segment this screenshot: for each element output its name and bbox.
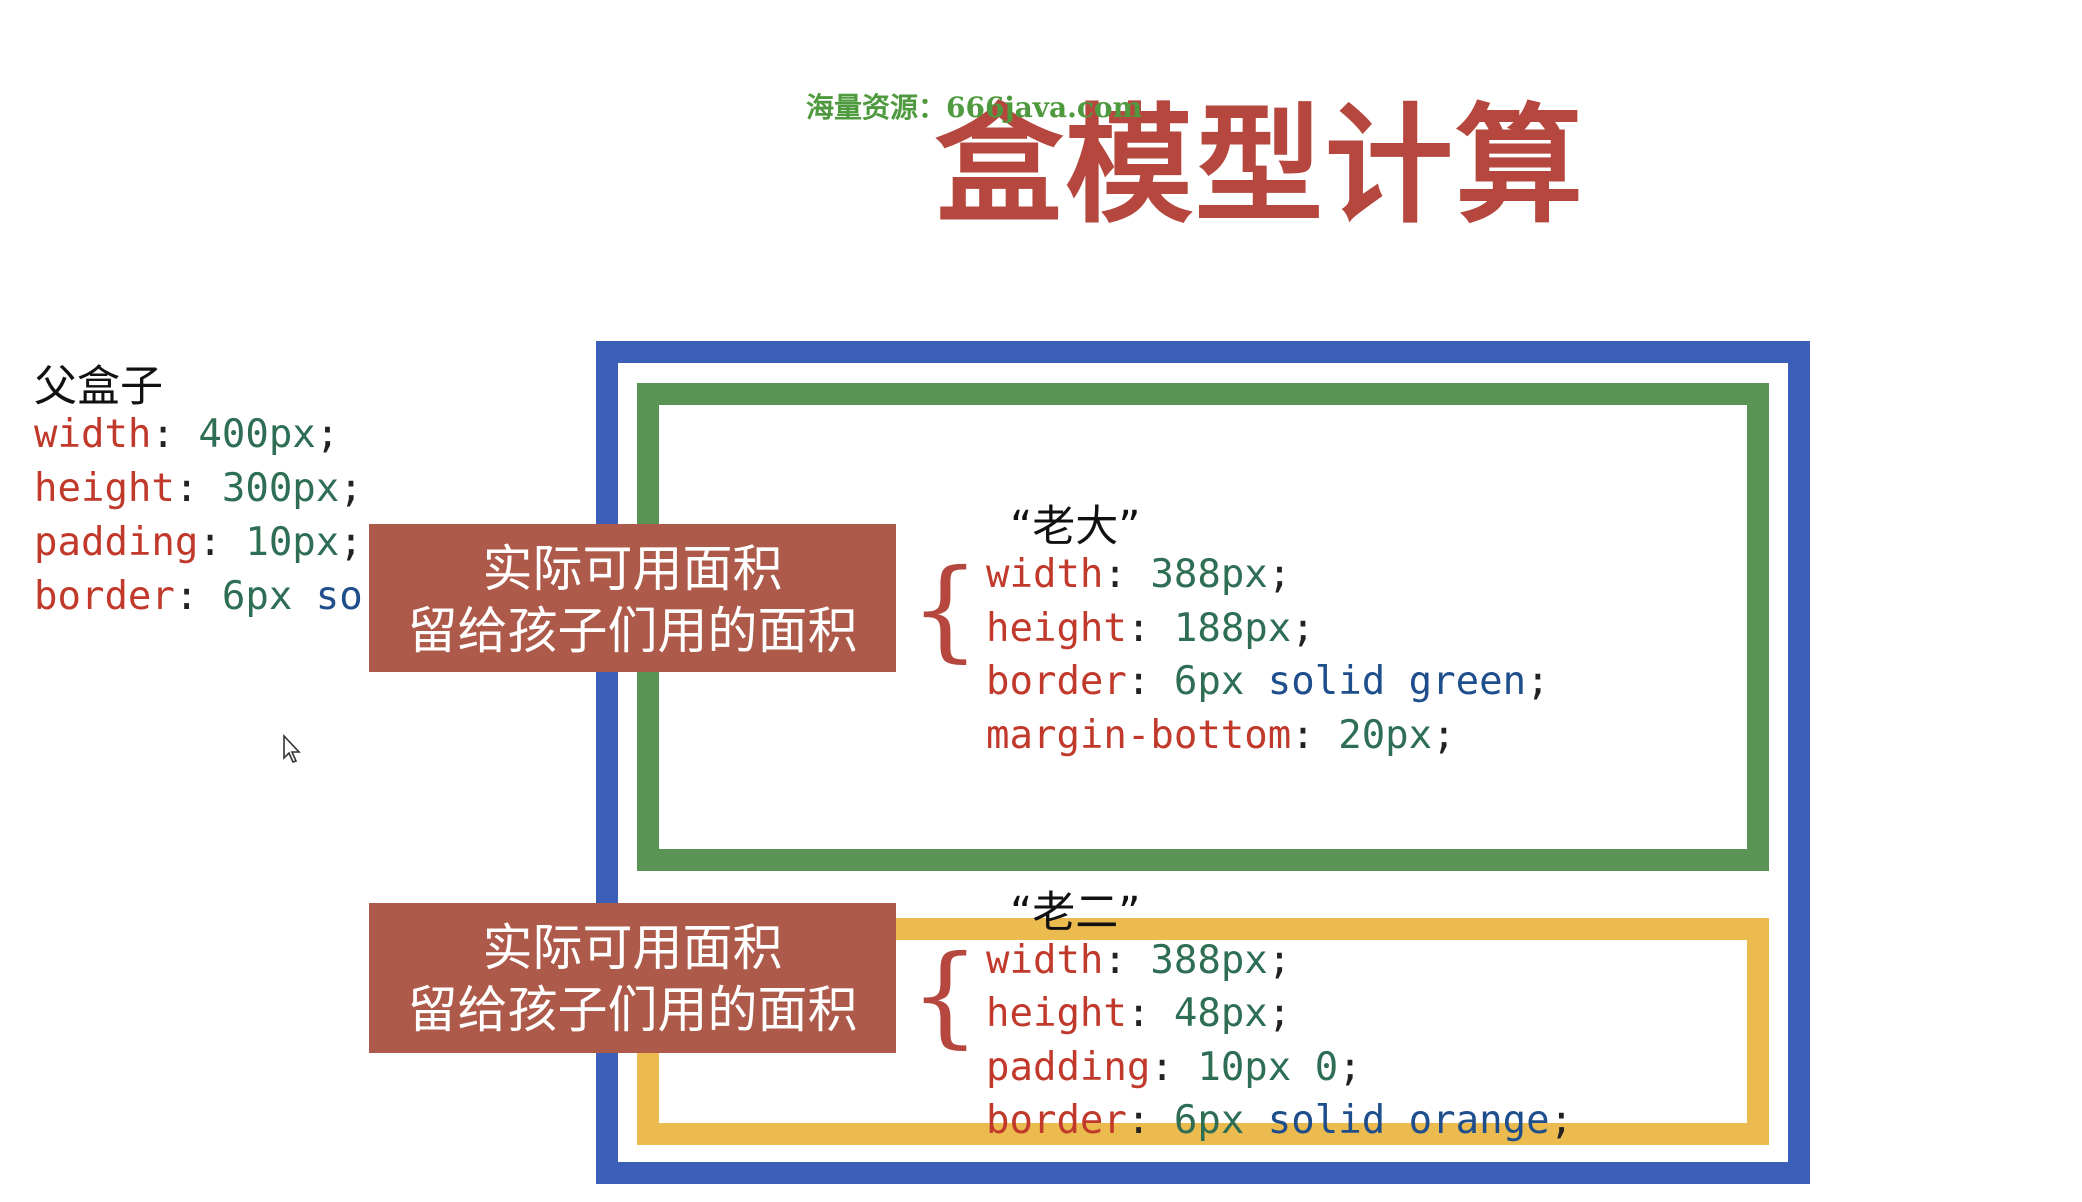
code-end: ; [339,466,363,511]
code-end: ; [1267,991,1292,1036]
code-value: 10px [245,520,340,565]
code-prop: height [986,991,1127,1036]
parent-code-line: width: 400px; [34,412,340,457]
brace-icon: { [910,545,980,673]
code-value: 48px [1173,991,1268,1036]
child2-code-line: width: 388px; [986,938,1292,983]
code-prop: border [34,574,175,619]
code-prop: padding [34,520,199,565]
code-prop: height [34,466,175,511]
code-keyword: solid green [1267,659,1527,704]
usable-area-label-1: 实际可用面积 留给孩子们用的面积 [369,524,896,672]
code-end: ; [1267,938,1292,983]
code-end: ; [1267,552,1292,597]
brace-icon: { [910,931,980,1059]
code-prop: width [986,552,1104,597]
code-value: 188px [1173,606,1292,651]
child1-code-line: margin-bottom: 20px; [986,713,1456,758]
code-prop: width [34,412,152,457]
label-line: 留给孩子们用的面积 [407,602,858,660]
child2-title: “老二” [1010,888,1141,938]
child1-title: “老大” [1010,502,1141,552]
code-prop: height [986,606,1127,651]
child1-code-line: width: 388px; [986,552,1292,597]
code-value: 20px [1338,713,1433,758]
page-title: 盒模型计算 [935,92,1586,241]
code-prop: padding [986,1045,1151,1090]
code-end: ; [315,412,340,457]
child2-code-line: height: 48px; [986,991,1292,1036]
code-value: 388px [1150,552,1268,597]
code-keyword: solid orange [1267,1098,1550,1143]
label-line: 实际可用面积 [482,540,783,598]
parent-code-line: height: 300px; [34,466,363,511]
code-prop: border [986,659,1127,704]
child2-code-line: padding: 10px 0; [986,1045,1362,1090]
code-prop: border [986,1098,1127,1143]
code-value: 6px [1173,659,1245,704]
parent-label: 父盒子 [34,362,163,412]
code-value: 300px [221,466,340,511]
code-prop: width [986,938,1104,983]
code-end: ; [1432,713,1456,758]
code-end: ; [1549,1098,1574,1143]
parent-code-line: border: 6px so [34,574,363,619]
code-prop: margin-bottom [986,713,1292,758]
code-end: ; [1291,606,1315,651]
code-value: 10px 0 [1197,1045,1339,1090]
usable-area-label-2: 实际可用面积 留给孩子们用的面积 [369,903,896,1053]
child1-code-line: border: 6px solid green; [986,659,1550,704]
child1-code-line: height: 188px; [986,606,1315,651]
code-end: ; [1338,1045,1362,1090]
code-end: ; [339,520,363,565]
code-value: 388px [1150,938,1268,983]
parent-code-line: padding: 10px; [34,520,363,565]
label-line: 实际可用面积 [482,919,783,977]
code-value: 6px [221,574,293,619]
label-line: 留给孩子们用的面积 [407,981,858,1039]
mouse-cursor-icon [283,734,301,763]
code-end: ; [1526,659,1550,704]
code-keyword: so [315,574,363,619]
code-value: 400px [198,412,316,457]
watermark-text: 海量资源：666java.com [806,91,1143,124]
code-value: 6px [1173,1098,1245,1143]
child2-code-line: border: 6px solid orange; [986,1098,1574,1143]
